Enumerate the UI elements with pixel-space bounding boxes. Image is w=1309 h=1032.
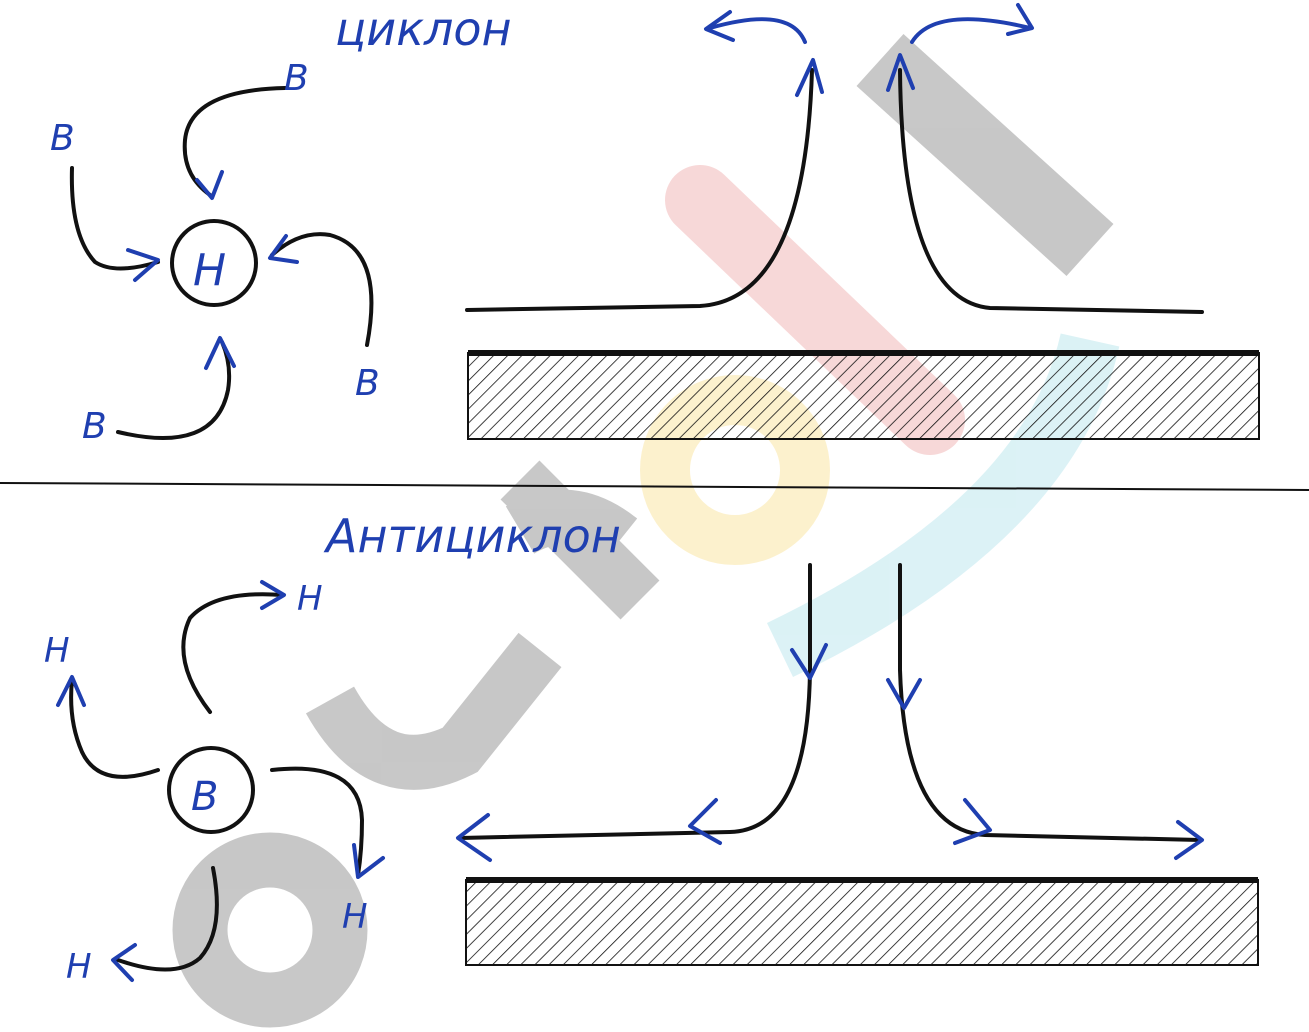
- cyclone-arrow-top: [182, 86, 287, 197]
- cyclone-arrow-right: [270, 232, 374, 347]
- watermark-letter-u: [305, 632, 562, 790]
- cyclone-title: циклон: [335, 2, 512, 56]
- anticyclone-outer-label-left: Н: [44, 631, 70, 671]
- anticyclone-center-circle: [167, 746, 255, 834]
- cyclone-center-circle: [170, 219, 258, 307]
- anticyclone-arrowhead-down-left: [790, 643, 828, 680]
- cyclone-outer-label-left: В: [50, 118, 75, 159]
- cyclone-ground: [467, 352, 1260, 440]
- anticyclone-arrowhead-top: [260, 580, 286, 610]
- cyclone-arrow-bottom: [116, 340, 232, 440]
- watermark-letter-r: [500, 460, 660, 620]
- cyclone-arrow-left: [69, 166, 160, 271]
- anticyclone-arrowhead-right: [352, 843, 385, 879]
- cyclone-outflow-right-head: [1006, 3, 1034, 36]
- cyclone-outer-label-top: В: [284, 58, 309, 99]
- cyclone-outflow-left: [708, 17, 807, 44]
- anticyclone-arrow-top: [181, 592, 284, 714]
- cyclone-arrowhead-top: [195, 170, 224, 200]
- anticyclone-arrowhead-bottom: [111, 943, 137, 982]
- anticyclone-arrow-bottom: [116, 866, 219, 972]
- anticyclone-arrow-left: [69, 678, 160, 779]
- anticyclone-arrowhead-left: [56, 675, 86, 707]
- cyclone-arrowhead-right: [268, 234, 299, 264]
- anticyclone-streamline-left: [458, 563, 812, 840]
- anticyclone-arrowhead-end-left: [456, 813, 492, 862]
- cyclone-arrowhead-up-left: [795, 58, 824, 97]
- cyclone-center-label: Н: [193, 245, 226, 296]
- cyclone-arrowhead-left: [126, 248, 160, 282]
- anticyclone-arrowhead-mid-left: [688, 798, 722, 845]
- anticyclone-title: Антициклон: [323, 509, 621, 563]
- cyclone-arrowhead-up-right: [886, 53, 915, 92]
- anticyclone-arrowhead-mid-right: [953, 798, 992, 845]
- cyclone-streamline-left: [465, 68, 814, 312]
- cyclone-outer-label-right: В: [355, 363, 380, 404]
- anticyclone-center-label: В: [191, 774, 218, 820]
- cyclone-outflow-right: [910, 17, 1032, 44]
- anticyclone-streamline-right: [898, 563, 1202, 842]
- watermark-stripe-gray: [856, 34, 1114, 276]
- anticyclone-arrowhead-end-right: [1174, 820, 1204, 860]
- anticyclone-arrow-right: [270, 766, 364, 877]
- anticyclone-ground: [465, 879, 1259, 966]
- cyclone-arrowhead-bottom: [204, 336, 236, 370]
- section-divider: [0, 482, 1309, 491]
- anticyclone-arrowhead-down-right: [886, 678, 922, 710]
- watermark-letter-e: [172, 832, 368, 1028]
- cyclone-outer-label-bottom: В: [82, 406, 107, 447]
- cyclone-outflow-left-head: [704, 10, 735, 42]
- cyclone-streamline-right: [898, 68, 1204, 314]
- anticyclone-outer-label-right: Н: [342, 897, 368, 937]
- anticyclone-outer-label-top: Н: [297, 579, 323, 619]
- anticyclone-outer-label-bottom: Н: [66, 947, 92, 987]
